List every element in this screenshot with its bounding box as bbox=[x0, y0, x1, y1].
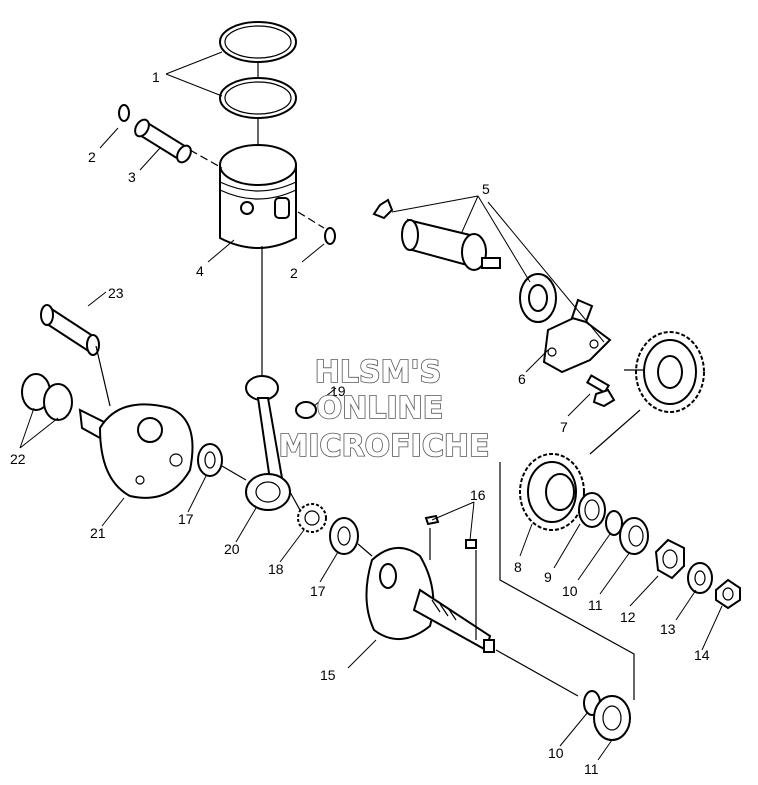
callout-11: 11 bbox=[588, 597, 603, 613]
callout-5: 5 bbox=[482, 181, 490, 197]
bolt bbox=[585, 374, 616, 408]
callout-19: 19 bbox=[330, 383, 346, 399]
callout-2-left: 2 bbox=[88, 149, 96, 165]
piston-pin bbox=[134, 118, 192, 164]
callout-13: 13 bbox=[660, 621, 676, 637]
callout-22: 22 bbox=[10, 451, 26, 467]
piston bbox=[219, 144, 297, 249]
callout-7: 7 bbox=[560, 419, 568, 435]
bearing-11 bbox=[619, 517, 649, 555]
washer-9 bbox=[578, 492, 606, 528]
callout-8: 8 bbox=[514, 559, 522, 575]
callout-1: 1 bbox=[152, 69, 160, 85]
callout-12: 12 bbox=[620, 609, 636, 625]
callout-17-left: 17 bbox=[178, 511, 194, 527]
crankshaft-left bbox=[78, 403, 194, 499]
nut-14 bbox=[715, 578, 741, 610]
washer-13 bbox=[687, 562, 713, 594]
starter-gear-large bbox=[635, 331, 705, 413]
crank-gear bbox=[519, 453, 585, 531]
callout-20: 20 bbox=[224, 541, 240, 557]
small-end-bearing bbox=[295, 401, 317, 419]
watermark-line-3: MICROFICHE bbox=[279, 429, 490, 464]
callout-23: 23 bbox=[108, 285, 124, 301]
woodruff-keys bbox=[424, 514, 477, 549]
leader-lines bbox=[19, 51, 723, 761]
callout-16: 16 bbox=[470, 487, 486, 503]
callout-14: 14 bbox=[694, 647, 710, 663]
callout-6: 6 bbox=[518, 371, 526, 387]
callout-9: 9 bbox=[544, 569, 552, 585]
bearing-11-bottom bbox=[593, 695, 631, 741]
callout-10-bottom: 10 bbox=[548, 745, 564, 761]
watermark: HLSM'S ONLINE MICROFICHE bbox=[278, 354, 491, 465]
thrust-washer-left bbox=[197, 443, 223, 477]
callout-11-bottom: 11 bbox=[584, 761, 599, 777]
thrust-washers bbox=[21, 373, 73, 421]
starter-assembly bbox=[372, 198, 557, 323]
callout-17-right: 17 bbox=[310, 583, 326, 599]
callout-numbers: 1 2 2 3 4 5 6 7 8 9 10 10 11 11 12 13 14… bbox=[10, 69, 710, 777]
callout-4: 4 bbox=[196, 263, 204, 279]
watermark-line-1: HLSM'S bbox=[315, 355, 441, 390]
big-end-bearing bbox=[297, 503, 327, 533]
crankshaft-right bbox=[365, 547, 495, 653]
nut-12 bbox=[654, 538, 685, 580]
circlip-10 bbox=[605, 510, 623, 536]
callout-15: 15 bbox=[320, 667, 336, 683]
circlip-right bbox=[324, 227, 336, 245]
callout-3: 3 bbox=[128, 169, 136, 185]
watermark-line-2: ONLINE bbox=[317, 391, 444, 426]
callout-21: 21 bbox=[90, 525, 106, 541]
crank-pin bbox=[40, 304, 100, 356]
circlip-left bbox=[118, 104, 130, 122]
piston-rings bbox=[219, 21, 297, 119]
thrust-washer-right bbox=[329, 517, 359, 555]
callout-2-right: 2 bbox=[290, 265, 298, 281]
connecting-rod bbox=[245, 375, 291, 511]
callout-10: 10 bbox=[562, 583, 578, 599]
callout-18: 18 bbox=[268, 561, 284, 577]
